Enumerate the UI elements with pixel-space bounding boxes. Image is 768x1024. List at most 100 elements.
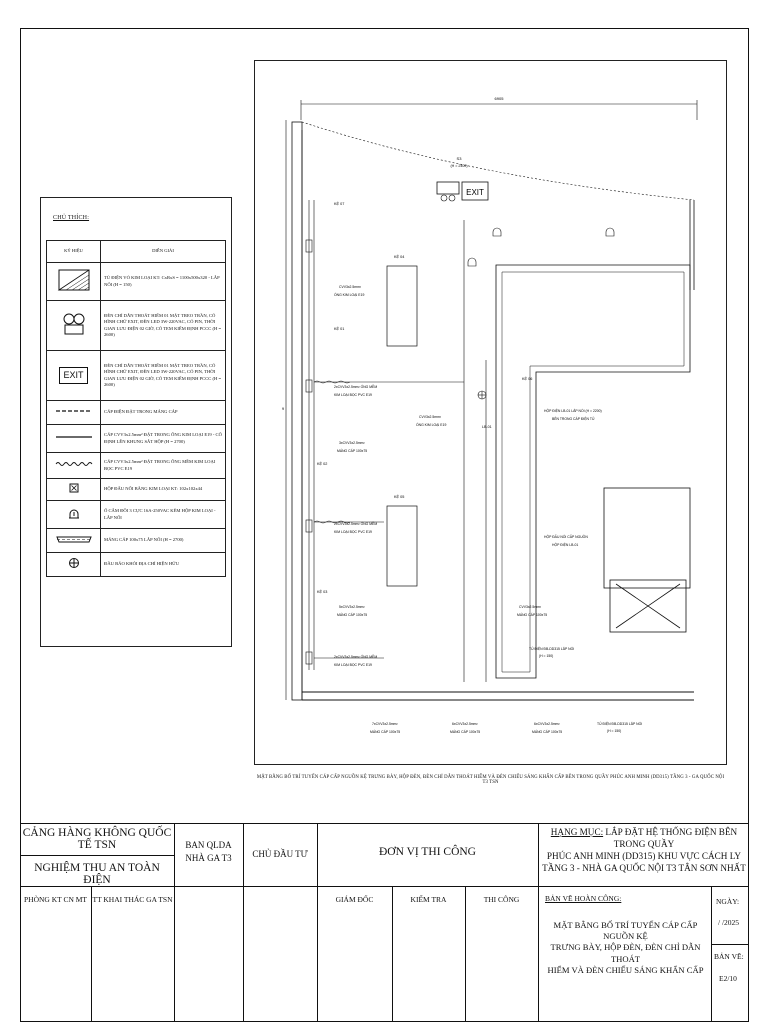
ban-ve-value: E2/10: [719, 974, 737, 983]
legend-panel: CHỦ THÍCH: KÝ HIỆU DIỄN GIẢI TỦ ĐIỆN VỎ …: [40, 197, 232, 647]
legend-table: KÝ HIỆU DIỄN GIẢI TỦ ĐIỆN VỎ KIM LOẠI KT…: [46, 240, 226, 577]
cable-label: MÁNG CÁP 100x75: [337, 449, 367, 453]
shelf-label-ke04: KỆ 04: [394, 254, 404, 259]
don-vi-thi-cong: ĐƠN VỊ THI CÔNG: [378, 846, 476, 858]
legend-row-text: ĐÈN CHỈ DẪN THOÁT HIỂM 01 MẶT TREO TRẦN,…: [100, 350, 226, 401]
cable-label: 6xCVV3x2.5mm²: [452, 722, 478, 726]
tb-border: [465, 886, 466, 1022]
cable-label: MÁNG CÁP 100x75: [532, 730, 562, 734]
ban-ve-label: BẢN VẼ:: [714, 952, 744, 961]
cable-label: 7xCVV3x2.5mm²: [372, 722, 398, 726]
desc-line3: HIỂM VÀ ĐÈN CHIẾU SÁNG KHẨN CẤP: [547, 964, 704, 975]
cable-label: ỐNG KIM LOẠI E19: [416, 422, 446, 427]
legend-row-text: ĐÈN CHỈ DẪN THOÁT HIỂM 01 MẶT TREO TRẦN,…: [100, 300, 226, 351]
cable-label: MÁNG CÁP 100x75: [370, 730, 400, 734]
exit-sign-text: EXIT: [59, 367, 88, 384]
smoke-detector-icon: [477, 390, 487, 400]
shelf-label-ke05: KỆ 05: [394, 494, 404, 499]
org-subtitle: NGHIỆM THU AN TOÀN ĐIỆN: [34, 862, 160, 886]
ban-qlda-line1: BAN QLDA: [185, 840, 232, 850]
cable-tray-icon: [46, 528, 101, 553]
legend-row: EXIT ĐÈN CHỈ DẪN THOÁT HIỂM 01 MẶT TREO …: [46, 350, 226, 401]
left-shelves: [305, 200, 315, 670]
giam-doc: GIÁM ĐỐC: [335, 895, 374, 904]
tb-border: [711, 944, 749, 945]
socket-icon: [46, 500, 101, 529]
legend-row-text: CÁP CVV3x2.5mm² ĐẶT TRONG ỐNG KIM LOẠI E…: [100, 424, 226, 453]
lb01-label: LB-01: [482, 425, 492, 429]
tb-border: [20, 823, 749, 824]
cable-label: CVV3x2.5mm²: [519, 605, 542, 609]
shelf-label-ke01: KỆ 01: [334, 326, 344, 331]
legend-row-text: MÁNG CÁP 100x75 LẮP NỔI (H = 2700): [100, 528, 226, 553]
hang-muc-line2: PHÚC ANH MINH (DD315) KHU VỰC CÁCH LY: [546, 850, 742, 861]
s3-height: (H = 2400): [450, 164, 467, 168]
box-label: HỘP ĐIỆN LB-01: [552, 542, 578, 547]
dimension-left: 9: [282, 120, 287, 700]
smoke-detector-icon: [46, 552, 101, 577]
dashed-line-icon: [46, 400, 101, 425]
phong-kt: PHÒNG KT CN MT: [24, 895, 87, 904]
shelf-label-ke06: KỆ 06: [522, 376, 532, 381]
legend-header-desc: DIỄN GIẢI: [100, 240, 226, 263]
dimension-left-label: 9: [282, 406, 285, 411]
project-scope: HẠNG MỤC: LẮP ĐẶT HỆ THỐNG ĐIỆN BÊN TRON…: [540, 827, 748, 875]
legend-row: MÁNG CÁP 100x75 LẮP NỔI (H = 2700): [46, 528, 226, 553]
tb-border: [174, 823, 175, 1022]
emergency-light-icon: [46, 300, 101, 351]
solid-line-icon: [46, 424, 101, 453]
desc-line2: TRƯNG BÀY, HỘP ĐÈN, ĐÈN CHỈ DẪN THOÁT: [550, 942, 701, 964]
drawing-description: MẶT BẰNG BỐ TRÍ TUYẾN CÁP CẤP NGUỒN KỆ T…: [540, 920, 711, 976]
org-name: CẢNG HÀNG KHÔNG QUỐC TẾ TSN: [22, 827, 172, 851]
box-label: HỘP ĐIỆN LB-01 LẮP NỔI (H = 2200): [544, 408, 602, 413]
tt-khai-thac: TT KHAI THÁC GA TSN: [92, 895, 173, 904]
cable-label: 2xCVV3x2.5mm² ỐNG MỀM: [334, 654, 377, 659]
legend-row: CÁP CVV3x2.5mm² ĐẶT TRONG ỐNG MỀM KIM LO…: [46, 452, 226, 479]
tb-border: [20, 855, 174, 856]
socket-icon: [467, 227, 615, 267]
cable-label: CVV3x2.5mm²: [339, 285, 362, 289]
chu-dau-tu: CHỦ ĐẦU TƯ: [252, 849, 308, 859]
legend-row-text: CÁP ĐIỆN ĐẶT TRONG MÁNG CÁP: [100, 400, 226, 425]
legend-row: CÁP ĐIỆN ĐẶT TRONG MÁNG CÁP: [46, 400, 226, 425]
counter-ke06: [495, 264, 691, 679]
cable-label: MÁNG CÁP 100x75: [517, 613, 547, 617]
cable-label: MÁNG CÁP 100x75: [450, 730, 480, 734]
legend-header-row: KÝ HIỆU DIỄN GIẢI: [46, 240, 226, 263]
sheet-border: [20, 28, 749, 1022]
cable-label: KIM LOẠI BỌC PVC E19: [334, 530, 372, 534]
wavy-line-icon: [46, 452, 101, 479]
legend-row-text: HỘP ĐẤU NỐI BẰNG KIM LOẠI KT: 102x102x44: [100, 478, 226, 501]
legend-title: CHỦ THÍCH:: [53, 215, 90, 221]
shelf-label-ke02: KỆ 02: [317, 461, 327, 466]
hang-muc-line1: LẮP ĐẶT HỆ THỐNG ĐIỆN BÊN TRONG QUẦY: [605, 827, 738, 849]
legend-row-text: CÁP CVV3x2.5mm² ĐẶT TRONG ỐNG MỀM KIM LO…: [100, 452, 226, 479]
shelf-ke05: KỆ 05: [386, 494, 418, 587]
tb-border: [711, 886, 712, 1022]
cable-label: ỐNG KIM LOẠI E19: [334, 292, 364, 297]
cable-annotations: CVV3x2.5mm² ỐNG KIM LOẠI E19 2xCVV3x2.5m…: [334, 285, 642, 734]
floor-plan-drawing: 6905 9 KỆ 07 KỆ 01 KỆ 02 KỆ 03: [282, 96, 698, 734]
hang-muc-line3: TẦNG 3 - NHÀ GA QUỐC NỘI T3 TÂN SƠN NHẤT: [542, 862, 746, 873]
tb-border: [392, 886, 393, 1022]
cable-lines: [313, 220, 487, 682]
legend-row: CÁP CVV3x2.5mm² ĐẶT TRONG ỐNG KIM LOẠI E…: [46, 424, 226, 453]
cable-label: KIM LOẠI BỌC PVC E19: [334, 393, 372, 397]
dimension-top: 6905: [300, 96, 698, 120]
cable-label: 2xCVV3x2.5mm² ỐNG MỀM: [334, 384, 377, 389]
panel-label: (H = 150): [607, 729, 621, 733]
legend-row-text: ĐẦU BÁO KHÓI ĐỊA CHỈ HIỆN HỮU: [100, 552, 226, 577]
legend-row: HỘP ĐẤU NỐI BẰNG KIM LOẠI KT: 102x102x44: [46, 478, 226, 501]
legend-row: ĐÈN CHỈ DẪN THOÁT HIỂM 01 MẶT TREO TRẦN,…: [46, 300, 226, 351]
kiem-tra: KIỂM TRA: [410, 895, 447, 904]
ngay-label: NGÀY:: [716, 897, 740, 906]
cable-label: KIM LOẠI BỌC PVC E19: [334, 663, 372, 667]
shelf-label-ke07: KỆ 07: [334, 201, 344, 206]
shelf-ke04: KỆ 04: [386, 254, 418, 347]
legend-row-text: Ổ CẮM ĐÔI 3 CỰC 16A-250VAC KÈM HỘP KIM L…: [100, 500, 226, 529]
tb-border: [20, 886, 749, 887]
s3-label: S3: [457, 156, 463, 161]
cable-label: 2xCVV3x2.5mm² ỐNG MỀM: [334, 521, 377, 526]
legend-row-text: TỦ ĐIỆN VỎ KIM LOẠI KT: CxRxS = 1100x500…: [100, 262, 226, 301]
legend-row: ĐẦU BÁO KHÓI ĐỊA CHỈ HIỆN HỮU: [46, 552, 226, 577]
